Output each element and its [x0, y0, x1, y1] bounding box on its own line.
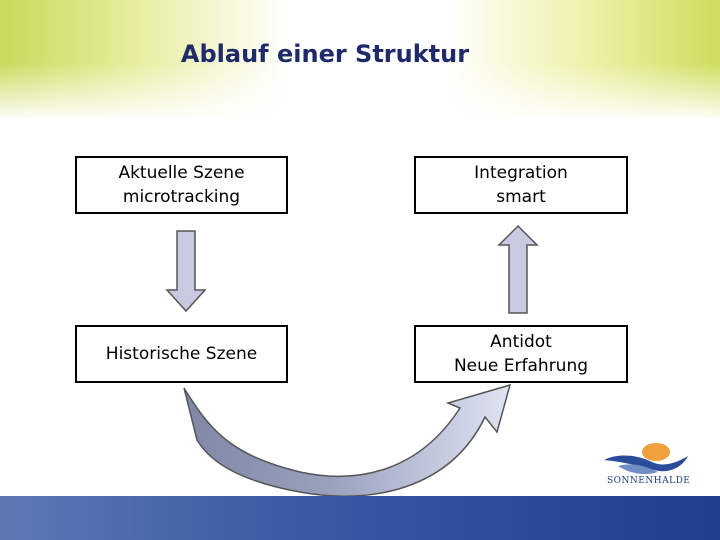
box-antidot-line-1: Antidot — [490, 332, 552, 352]
box-historische-szene-line-1: Historische Szene — [105, 344, 258, 364]
logo-wave-icon — [604, 455, 688, 472]
box-antidot-line-2: Neue Erfahrung — [453, 356, 589, 376]
header-fade — [0, 62, 720, 122]
box-aktuelle-szene: Aktuelle Szene microtracking — [75, 156, 288, 214]
arrow-up-icon — [497, 224, 539, 314]
footer-band — [0, 496, 720, 540]
logo-wave-light-icon — [618, 464, 658, 474]
box-integration: Integration smart — [414, 156, 628, 214]
arrow-down-icon — [165, 230, 207, 313]
box-antidot: Antidot Neue Erfahrung — [414, 325, 628, 383]
box-aktuelle-szene-line-1: Aktuelle Szene — [118, 163, 245, 183]
box-integration-line-1: Integration — [474, 163, 568, 183]
box-integration-line-2: smart — [496, 187, 546, 207]
box-aktuelle-szene-line-2: microtracking — [122, 187, 241, 207]
logo-text: SONNENHALDE — [607, 476, 691, 486]
logo-sun-icon — [642, 443, 670, 461]
slide-title: Ablauf einer Struktur — [180, 40, 470, 68]
curved-arrow-icon — [183, 383, 512, 497]
box-historische-szene: Historische Szene — [75, 325, 288, 383]
